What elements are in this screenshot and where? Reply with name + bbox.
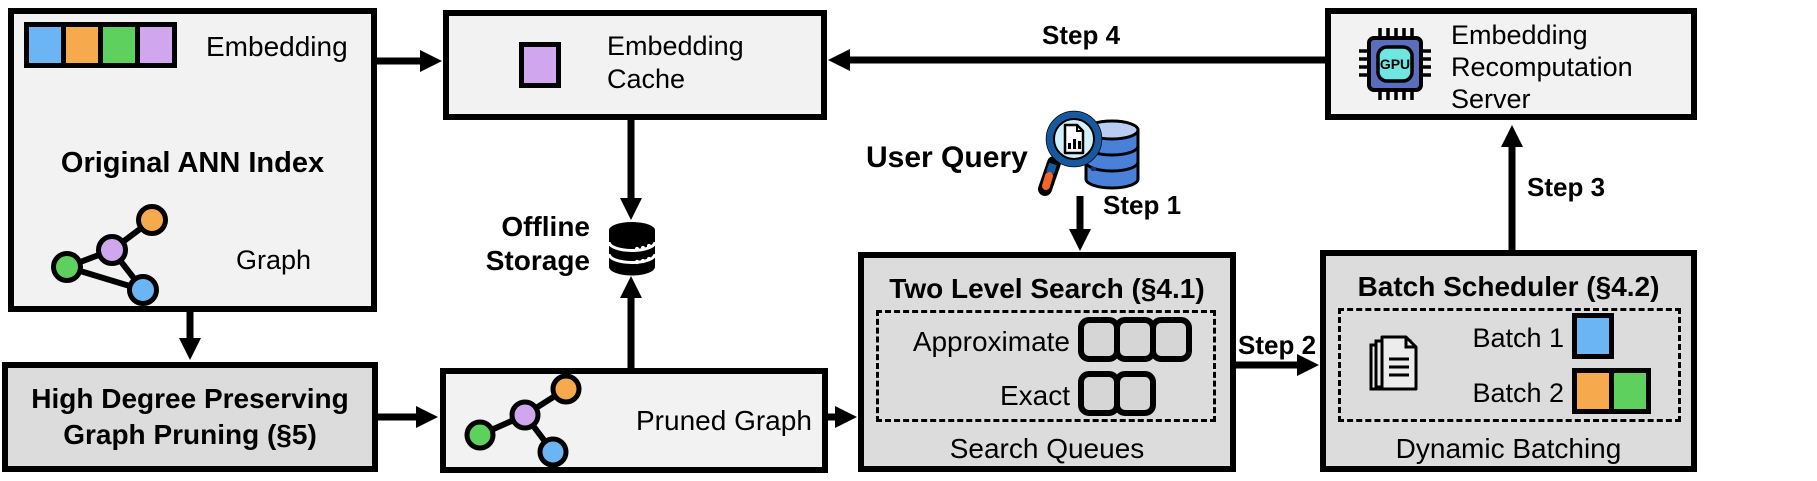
- search-queues-dashed-box: [876, 310, 1216, 422]
- recomputation-server-label: Embedding Recomputation Server: [1451, 20, 1633, 114]
- batch-scheduler-box: Batch Scheduler (§4.2) Batch 1 Batch 2 D…: [1320, 250, 1697, 472]
- approximate-label: Approximate: [912, 326, 1070, 357]
- step3-label: Step 3: [1527, 172, 1606, 202]
- embedding-chip-purple: [135, 22, 177, 68]
- batch1-chips: [1572, 313, 1614, 359]
- batch-scheduler-title: Batch Scheduler (§4.2): [1357, 271, 1660, 302]
- original-graph-icon: [51, 204, 168, 306]
- approximate-queue-slots: [1078, 317, 1192, 362]
- graph-label: Graph: [236, 245, 312, 275]
- offline-storage-database-icon: [607, 222, 657, 276]
- two-level-search-title: Two Level Search (§4.1): [889, 273, 1205, 304]
- batch2-chip-orange: [1572, 368, 1614, 414]
- offline-storage-label: Offline Storage: [485, 211, 590, 276]
- exact-queue-slots: [1078, 371, 1156, 416]
- batch2-chip-green: [1609, 368, 1651, 414]
- embedding-chip-blue: [24, 22, 66, 68]
- batch2-chips: [1572, 368, 1651, 414]
- two-level-search-box: Two Level Search (§4.1) Approximate Exac…: [858, 252, 1236, 472]
- graph-pruning-box: High Degree Preserving Graph Pruning (§5…: [2, 362, 378, 472]
- cached-embedding-chip-icon: [519, 42, 561, 88]
- original-ann-index-box: Embedding Original ANN Index Graph: [8, 8, 377, 312]
- graph-pruning-title: High Degree Preserving Graph Pruning (§5…: [31, 382, 349, 450]
- batch1-label: Batch 1: [1472, 323, 1564, 353]
- dynamic-batching-dashed-box: [1338, 308, 1681, 422]
- pruned-graph-box: Pruned Graph: [440, 368, 828, 473]
- step1-label: Step 1: [1103, 190, 1182, 220]
- pruned-graph-icon: [464, 373, 582, 468]
- user-query-label: User Query: [866, 141, 1028, 174]
- gpu-text: GPU: [1380, 56, 1410, 72]
- original-ann-index-title: Original ANN Index: [60, 147, 325, 179]
- embedding-vector-icon: [24, 22, 177, 68]
- queue-slot: [1150, 317, 1192, 362]
- pruned-graph-label: Pruned Graph: [636, 405, 812, 436]
- gpu-chip-icon: GPU: [1359, 28, 1431, 100]
- user-query-search-icon: [1038, 110, 1140, 196]
- embedding-cache-label: Embedding Cache: [607, 31, 744, 94]
- step4-label: Step 4: [1042, 20, 1121, 50]
- exact-label: Exact: [999, 380, 1070, 411]
- search-queues-label: Search Queues: [949, 433, 1145, 464]
- query-documents-icon: [1369, 335, 1418, 391]
- recomputation-server-box: GPU Embedding Recomputation Server: [1325, 8, 1697, 120]
- embedding-label: Embedding: [206, 31, 348, 62]
- queue-slot: [1114, 371, 1156, 416]
- dynamic-batching-label: Dynamic Batching: [1395, 433, 1622, 464]
- batch2-label: Batch 2: [1472, 378, 1564, 408]
- embedding-chip-green: [98, 22, 140, 68]
- batch1-chip-blue: [1572, 313, 1614, 359]
- embedding-chip-orange: [61, 22, 103, 68]
- embedding-cache-box: Embedding Cache: [443, 10, 827, 120]
- step2-label: Step 2: [1238, 330, 1317, 360]
